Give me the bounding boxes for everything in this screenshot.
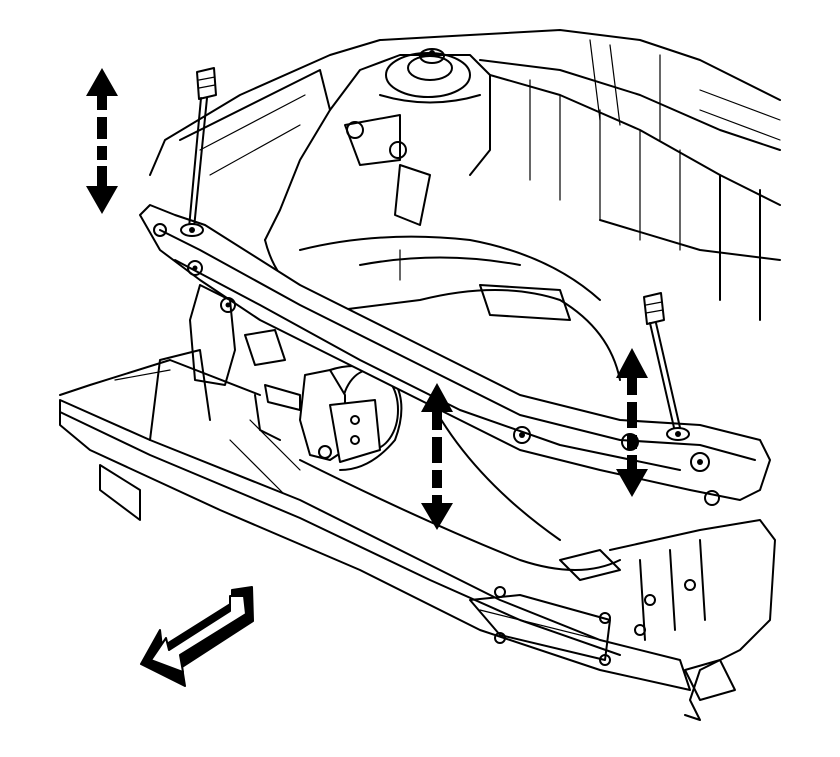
vehicle-front-arrow-icon xyxy=(140,586,254,687)
hood-latch xyxy=(254,369,381,463)
radiator-support xyxy=(139,204,771,506)
tie-bar-bolts xyxy=(153,223,720,506)
up-down-arrow-center-icon xyxy=(421,383,453,530)
alignment-pin-left xyxy=(180,67,217,237)
strut-tower xyxy=(329,48,491,226)
up-down-arrow-left-icon xyxy=(86,68,118,214)
up-down-arrow-right-icon xyxy=(616,348,648,497)
front-lower-structure xyxy=(59,349,776,721)
alignment-pin-right xyxy=(643,292,690,441)
engine-compartment xyxy=(149,29,781,571)
